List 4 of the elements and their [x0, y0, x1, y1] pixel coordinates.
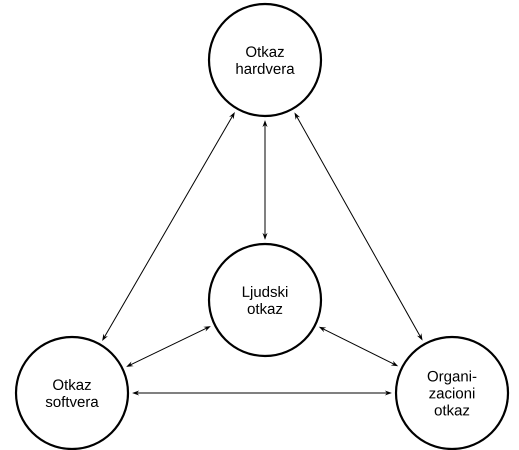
circle-node: Otkaz hardvera: [208, 2, 322, 118]
circle-node: Ljudski otkaz: [208, 242, 322, 358]
circle-node: Otkaz softvera: [14, 336, 130, 450]
circle-node: Organi- zacioni otkaz: [394, 336, 510, 450]
